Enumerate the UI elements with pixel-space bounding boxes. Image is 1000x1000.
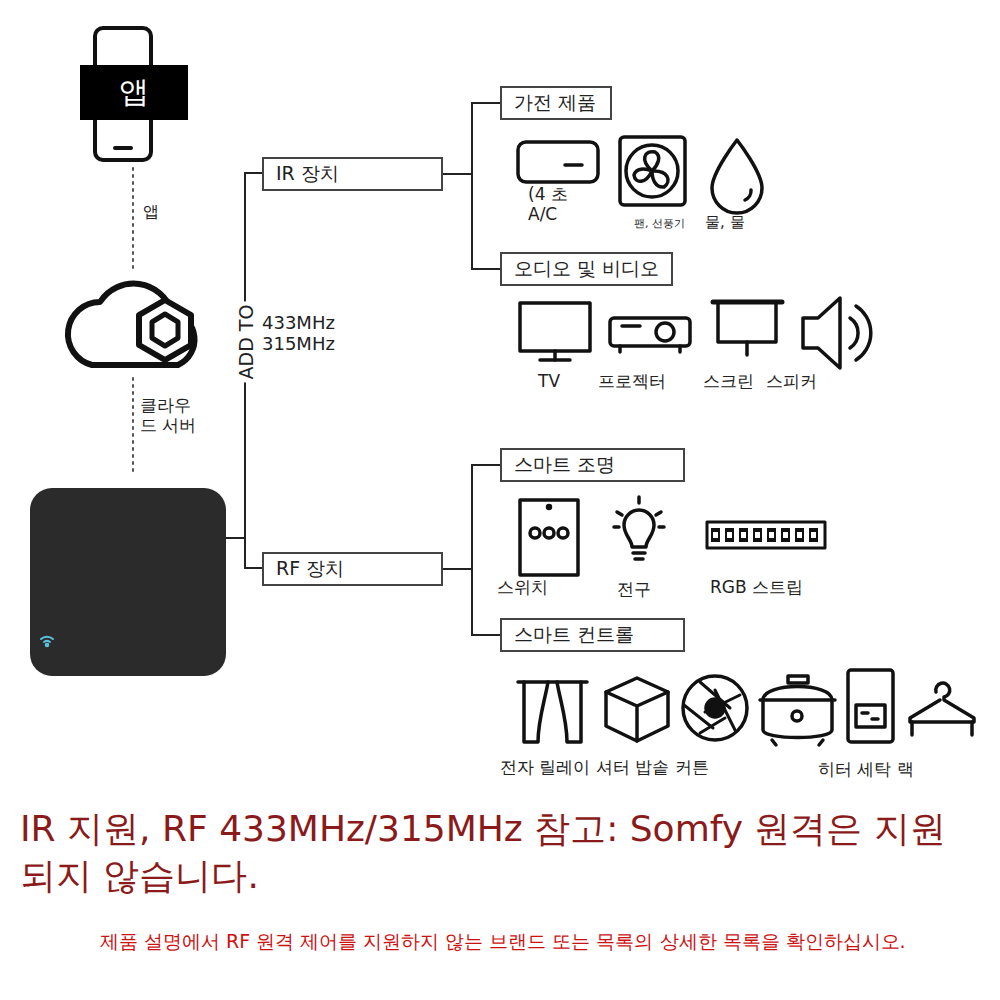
support-note: IR 지원, RF 433MHz/315MHz 참고: Somfy 원격은 지원… — [20, 806, 980, 900]
screen-icon — [713, 302, 782, 355]
dotted-link — [132, 168, 134, 272]
rack-icon — [910, 683, 974, 735]
category-box: 스마트 컨트롤 — [500, 618, 685, 652]
rgb-strip-icon — [707, 522, 825, 548]
shutter-icon — [683, 676, 747, 740]
branch-connector — [443, 103, 500, 174]
box-text: 스마트 컨트롤 — [514, 622, 634, 648]
device-label: TV — [538, 372, 560, 392]
category-box: 가전 제품 — [500, 86, 612, 120]
speaker-icon — [803, 298, 871, 368]
link-label: 앱 — [143, 203, 159, 221]
rice-cooker-icon — [760, 676, 835, 745]
device-label: (4 초 A/C — [528, 185, 580, 224]
device-label: 전구 — [617, 580, 651, 600]
box-text: RF 장치 — [276, 556, 344, 582]
switch-icon — [520, 500, 578, 575]
wifi-indicator — [41, 637, 53, 647]
ac-icon — [518, 142, 598, 182]
device-label: 스위치 — [497, 578, 548, 598]
phone-app-band: 앱 — [80, 65, 188, 120]
category-box: 스마트 조명 — [500, 448, 685, 482]
dotted-link — [132, 378, 134, 472]
hub-device — [30, 488, 226, 676]
detail-note: 제품 설명에서 RF 원격 제어를 지원하지 않는 브랜드 또는 목록의 상세한… — [100, 930, 920, 953]
relay-icon — [606, 678, 668, 741]
fan-icon — [620, 137, 685, 205]
server-label: 클라우 드 서버 — [140, 396, 202, 435]
water-icon — [712, 140, 762, 213]
heater-icon — [848, 670, 893, 742]
device-label: 히터 세탁 랙 — [818, 760, 914, 780]
branch-connector — [443, 569, 500, 635]
projector-icon — [610, 318, 690, 352]
group-box: IR 장치 — [262, 157, 443, 191]
bulb-icon — [614, 497, 664, 559]
box-text: 앱 — [119, 72, 149, 113]
hub-bracket — [225, 173, 262, 568]
frequency-label: 433MHz 315MHz — [262, 313, 344, 354]
category-box: 오디오 및 비디오 — [500, 252, 673, 286]
cloud-logo — [139, 300, 191, 360]
device-label: 프로젝터 — [598, 372, 666, 392]
cloud-icon — [68, 284, 195, 365]
device-label: RGB 스트립 — [710, 578, 803, 598]
branch-connector — [443, 465, 500, 569]
axis-label: ADD TO — [236, 302, 258, 383]
group-box: RF 장치 — [262, 552, 443, 586]
tv-icon — [520, 303, 590, 360]
box-text: 스마트 조명 — [514, 452, 615, 478]
box-text: 가전 제품 — [514, 90, 596, 116]
device-label: 팬, 선풍기 — [634, 218, 685, 231]
device-label: 전자 릴레이 셔터 밥솥 커튼 — [500, 758, 709, 778]
curtain-icon — [518, 682, 587, 742]
box-text: IR 장치 — [276, 161, 339, 187]
box-text: 오디오 및 비디오 — [514, 256, 659, 282]
device-label: 물, 물 — [705, 214, 745, 231]
device-label: 스크린 — [703, 372, 754, 392]
branch-connector — [443, 174, 500, 269]
device-label: 스피커 — [766, 372, 817, 392]
